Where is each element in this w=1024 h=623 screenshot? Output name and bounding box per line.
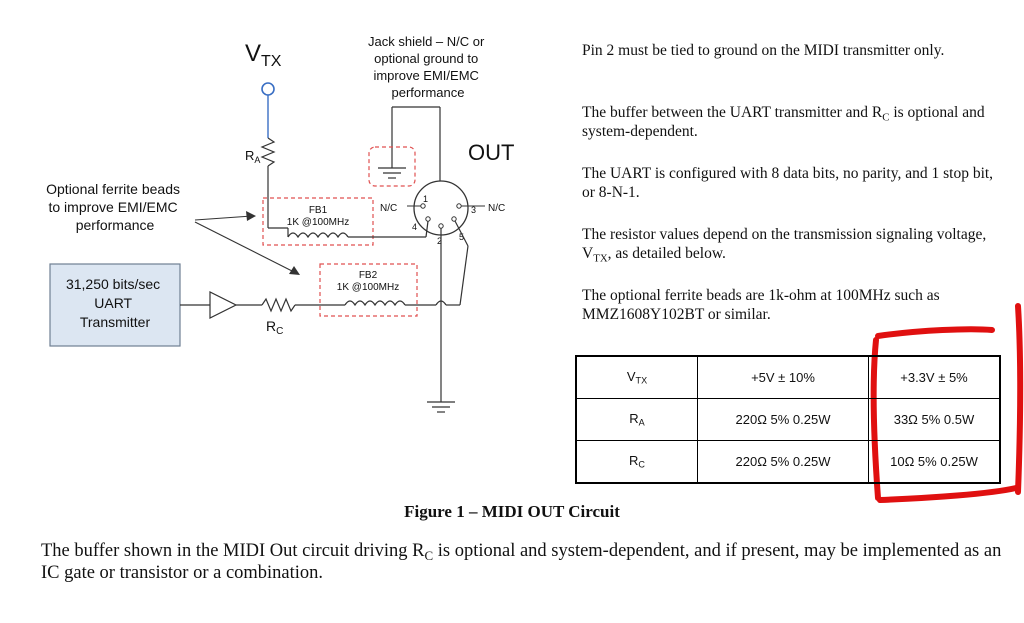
pin3-label: 3 — [471, 205, 476, 215]
table-cell: 220Ω 5% 0.25W — [697, 440, 869, 484]
table-row: RA 220Ω 5% 0.25W 33Ω 5% 0.5W — [575, 398, 1001, 441]
ra-label: RA — [245, 148, 260, 165]
fb1-label: FB1 — [309, 205, 328, 216]
note-resistor-values: The resistor values depend on the transm… — [582, 226, 987, 265]
pin1-label: 1 — [423, 194, 428, 204]
pin5 — [451, 216, 457, 222]
ra-resistor — [260, 137, 276, 167]
pin2 — [438, 223, 444, 229]
fb1-value: 1K @100MHz — [287, 217, 349, 228]
nc-right-label: N/C — [488, 203, 505, 214]
fb2-box — [319, 263, 418, 317]
pin4-label: 4 — [412, 222, 417, 232]
uart-box — [49, 263, 181, 347]
pin5-label: 5 — [459, 232, 464, 242]
vtx-terminal — [261, 82, 275, 96]
fb2-value: 1K @100MHz — [337, 282, 399, 293]
table-cell: 10Ω 5% 0.25W — [868, 440, 1001, 484]
out-label: OUT — [468, 140, 514, 165]
buffer-symbol — [209, 291, 238, 319]
note-uart-config: The UART is configured with 8 data bits,… — [582, 165, 994, 201]
highlight-right-stroke — [1015, 303, 1024, 495]
shield-ground-box — [368, 146, 416, 187]
fb2-inductor — [344, 300, 406, 307]
resistor-values-table: VTX +5V ± 10% +3.3V ± 5% RA 220Ω 5% 0.25… — [575, 355, 1001, 484]
jack-shield-note: Jack shield – N/C or optional ground to … — [368, 34, 488, 100]
pin2-label: 2 — [437, 236, 442, 246]
highlight-top-stroke — [875, 326, 995, 339]
ferrite-note: Optional ferrite beads to improve EMI/EM… — [46, 181, 184, 233]
fb1-inductor — [287, 232, 349, 239]
vtx-label: VTX — [245, 40, 282, 70]
rc-resistor — [261, 297, 296, 313]
fb2-label: FB2 — [359, 270, 378, 281]
table-cell-label: RC — [575, 440, 698, 484]
nc-left-label: N/C — [380, 203, 397, 214]
table-row: RC 220Ω 5% 0.25W 10Ω 5% 0.25W — [575, 440, 1001, 484]
table-cell: +5V ± 10% — [697, 355, 869, 399]
table-cell: 33Ω 5% 0.5W — [868, 398, 1001, 441]
note-pin2: Pin 2 must be tied to ground on the MIDI… — [582, 42, 945, 59]
pin1 — [420, 203, 426, 209]
table-cell: 220Ω 5% 0.25W — [697, 398, 869, 441]
pin4 — [425, 216, 431, 222]
figure-caption: Figure 1 – MIDI OUT Circuit — [404, 502, 620, 521]
table-cell-label: RA — [575, 398, 698, 441]
highlight-bottom-stroke — [877, 485, 1019, 503]
body-paragraph: The buffer shown in the MIDI Out circuit… — [41, 541, 1002, 583]
note-buffer: The buffer between the UART transmitter … — [582, 104, 985, 140]
rc-label: RC — [266, 318, 283, 337]
ferrite-arrow-2 — [194, 221, 297, 274]
ferrite-arrow-1 — [194, 215, 253, 221]
table-row: VTX +5V ± 10% +3.3V ± 5% — [575, 355, 1001, 399]
fb1-box — [262, 197, 374, 246]
table-cell-label: VTX — [575, 355, 698, 399]
uart-label: 31,250 bits/sec UART Transmitter — [66, 276, 164, 330]
pin3 — [456, 203, 462, 209]
table-cell: +3.3V ± 5% — [868, 355, 1001, 399]
note-ferrite-beads: The optional ferrite beads are 1k-ohm at… — [582, 287, 940, 323]
